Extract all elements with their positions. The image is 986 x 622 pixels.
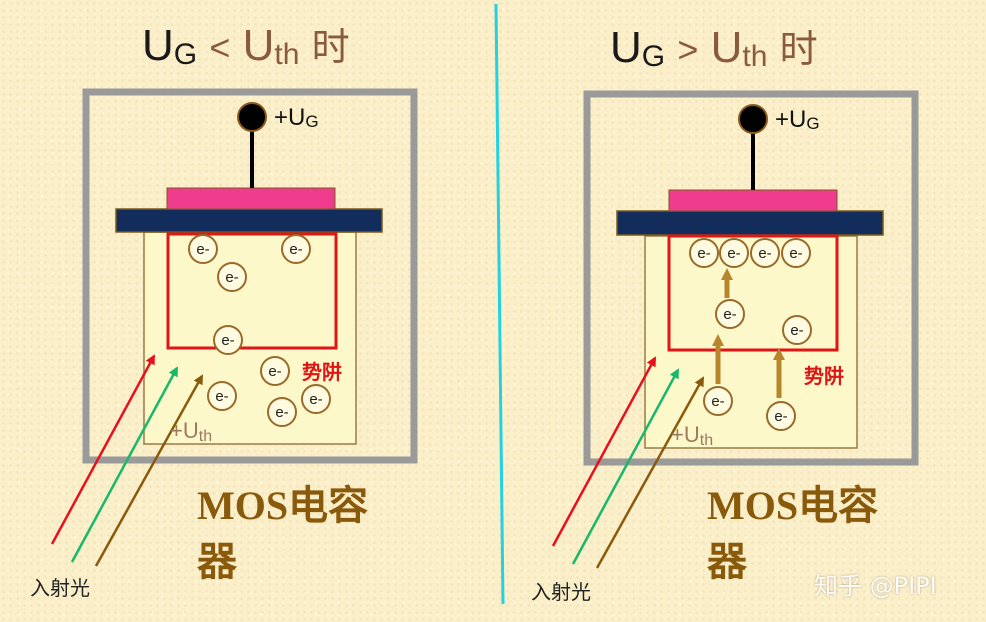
- electron: e-: [267, 397, 297, 427]
- left-substrate: [143, 231, 357, 445]
- electron: e-: [766, 401, 796, 431]
- left-title: UG < Uth 时: [142, 21, 350, 71]
- svg-text:e-: e-: [711, 393, 724, 410]
- electron: e-: [782, 315, 812, 345]
- svg-text:e-: e-: [697, 245, 710, 262]
- electron: e-: [715, 299, 745, 329]
- electron: e-: [689, 238, 719, 268]
- left-gate-metal: [166, 187, 336, 210]
- electron: e-: [719, 238, 749, 268]
- right-incident-ray-brown: [595, 376, 705, 569]
- right-potential-well-label: 势阱: [804, 364, 844, 388]
- right-electrons: e- e- e- e- e- e- e- e-: [689, 238, 812, 431]
- left-potential-well: [166, 232, 338, 350]
- left-incident-ray-green: [70, 366, 179, 563]
- right-incident-ray-green: [571, 368, 680, 565]
- watermark: 知乎 @PIPI: [814, 572, 937, 600]
- svg-text:e-: e-: [289, 241, 302, 258]
- left-gate-terminal: [237, 102, 267, 132]
- right-outer-box: [583, 90, 919, 466]
- left-incident-ray-brown: [94, 374, 204, 567]
- left-potential-well-label: 势阱: [302, 360, 342, 384]
- electron: e-: [260, 356, 290, 386]
- left-incident-ray-red: [50, 354, 156, 545]
- electron: e-: [301, 384, 331, 414]
- electron: e-: [281, 234, 311, 264]
- panel-divider: [494, 3, 505, 605]
- svg-text:e-: e-: [215, 388, 228, 405]
- left-panel: e- e- e- e- e- e- e- e-: [50, 88, 418, 567]
- right-drift-arrows: [712, 268, 785, 398]
- electron: e-: [703, 386, 733, 416]
- electron: e-: [213, 325, 243, 355]
- svg-text:e-: e-: [789, 245, 802, 262]
- right-gate-metal: [668, 189, 838, 212]
- svg-text:e-: e-: [268, 363, 281, 380]
- svg-text:e-: e-: [196, 241, 209, 258]
- left-mos-capacitor-label: MOS电容 器: [197, 483, 369, 584]
- left-incident-light-label: 入射光: [30, 576, 90, 600]
- right-potential-well: [667, 234, 839, 352]
- right-gate-voltage-label: +UG: [775, 106, 820, 133]
- electron: e-: [781, 238, 811, 268]
- electron: e-: [188, 234, 218, 264]
- electron: e-: [217, 262, 247, 292]
- right-panel: e- e- e- e- e- e- e- e-: [551, 90, 919, 569]
- svg-text:e-: e-: [723, 306, 736, 323]
- right-substrate: [644, 235, 858, 449]
- right-title: UG > Uth 时: [610, 23, 818, 73]
- svg-text:e-: e-: [790, 322, 803, 339]
- right-threshold-voltage-label: +Uth: [671, 422, 714, 449]
- svg-text:e-: e-: [758, 245, 771, 262]
- right-mos-capacitor-label: MOS电容 器: [707, 483, 879, 584]
- electron: e-: [207, 381, 237, 411]
- right-gate-terminal: [738, 104, 768, 134]
- left-oxide-layer: [115, 208, 383, 233]
- left-threshold-voltage-label: +Uth: [170, 418, 213, 445]
- right-incident-light-label: 入射光: [531, 580, 591, 604]
- svg-text:e-: e-: [221, 332, 234, 349]
- svg-text:e-: e-: [225, 269, 238, 286]
- svg-text:e-: e-: [727, 245, 740, 262]
- left-outer-box: [82, 88, 418, 464]
- svg-text:e-: e-: [309, 391, 322, 408]
- electron: e-: [750, 238, 780, 268]
- right-oxide-layer: [616, 210, 884, 236]
- svg-text:e-: e-: [774, 408, 787, 425]
- svg-text:e-: e-: [275, 404, 288, 421]
- left-electrons: e- e- e- e- e- e- e- e-: [188, 234, 331, 427]
- left-gate-voltage-label: +UG: [274, 104, 319, 131]
- right-incident-ray-red: [551, 356, 657, 547]
